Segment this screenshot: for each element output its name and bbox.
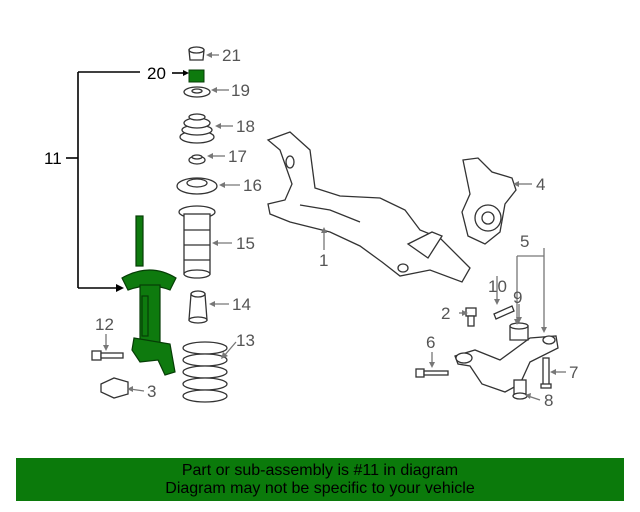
callout-8[interactable]: 8: [544, 391, 553, 410]
parts-diagram: 21 20 19 18 17 16 15 14 13 12 11 10 9 8 …: [44, 46, 578, 410]
callout-16[interactable]: 16: [243, 176, 262, 195]
callout-1[interactable]: 1: [319, 251, 328, 270]
callout-17[interactable]: 17: [228, 147, 247, 166]
part-8-ball-joint[interactable]: [512, 379, 528, 400]
part-7-bolt[interactable]: [540, 357, 552, 389]
part-16-mount[interactable]: [176, 177, 218, 195]
part-3-bracket[interactable]: [100, 377, 129, 399]
part-14-bump-stop[interactable]: [188, 290, 208, 324]
part-19-washer[interactable]: [183, 86, 211, 98]
callout-7[interactable]: 7: [569, 363, 578, 382]
part-15-boot[interactable]: [178, 205, 216, 279]
callout-11[interactable]: 11: [44, 149, 62, 168]
callout-4[interactable]: 4: [536, 175, 545, 194]
callout-9[interactable]: 9: [513, 288, 522, 307]
callout-10[interactable]: 10: [488, 277, 507, 296]
part-1-subframe[interactable]: [266, 131, 471, 283]
callout-15[interactable]: 15: [236, 234, 255, 253]
part-4-knuckle[interactable]: [461, 157, 517, 245]
part-2-bolt[interactable]: [465, 307, 477, 327]
callout-14[interactable]: 14: [232, 295, 251, 314]
banner-line-1: Part or sub-assembly is #11 in diagram: [181, 462, 459, 479]
callout-6[interactable]: 6: [426, 333, 435, 352]
part-21-cap[interactable]: [188, 46, 205, 61]
part-13-coil-spring[interactable]: [182, 341, 228, 403]
callout-12[interactable]: 12: [95, 315, 114, 334]
part-12-bolt[interactable]: [91, 350, 124, 361]
part-17-spacer[interactable]: [188, 154, 206, 165]
part-5-control-arm[interactable]: [454, 335, 559, 393]
info-banner: Part or sub-assembly is #11 in diagram D…: [16, 458, 624, 501]
leader-lines: [103, 52, 566, 401]
part-18-bumper[interactable]: [179, 113, 215, 144]
strut-assembly[interactable]: [121, 215, 177, 376]
callout-20[interactable]: 20: [147, 64, 166, 83]
callout-11-bracket: [66, 71, 140, 292]
callout-13[interactable]: 13: [236, 331, 255, 350]
part-10-bolt[interactable]: [493, 305, 515, 320]
callout-19[interactable]: 19: [231, 81, 250, 100]
part-20-nut[interactable]: [188, 69, 205, 83]
callout-3[interactable]: 3: [147, 382, 156, 401]
callout-18[interactable]: 18: [236, 117, 255, 136]
callout-labels: 21 20 19 18 17 16 15 14 13 12 11 10 9 8 …: [44, 46, 578, 410]
callout-21[interactable]: 21: [222, 46, 241, 65]
callout-2[interactable]: 2: [441, 304, 450, 323]
banner-line-2: Diagram may not be specific to your vehi…: [165, 480, 475, 497]
callout-5[interactable]: 5: [520, 232, 529, 251]
part-9-bushing[interactable]: [509, 322, 529, 341]
part-6-bolt[interactable]: [415, 368, 449, 378]
